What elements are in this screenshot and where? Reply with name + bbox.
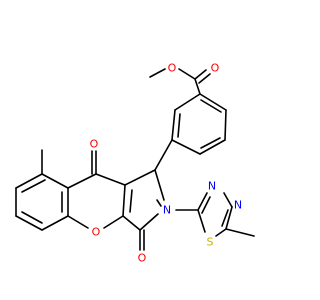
bond xyxy=(149,68,166,78)
bond xyxy=(122,184,126,217)
bond xyxy=(41,173,69,189)
bond xyxy=(174,93,201,111)
atom-thiadiazole-s: S xyxy=(207,236,214,249)
bond xyxy=(171,139,201,155)
bond xyxy=(154,139,173,171)
bond xyxy=(198,73,211,84)
bond xyxy=(15,215,43,231)
bond xyxy=(21,179,46,193)
bond xyxy=(154,169,165,201)
atom-ester-o-carbonyl: O xyxy=(211,62,220,75)
bond xyxy=(199,139,226,155)
bond xyxy=(171,109,176,141)
atom-lactam-n: N xyxy=(163,204,171,217)
bonds xyxy=(15,68,255,251)
bond xyxy=(41,215,69,231)
bond xyxy=(124,169,156,186)
atom-thiadiazole-n4: N xyxy=(234,199,242,212)
bond xyxy=(224,109,227,141)
atom-labels: O O O O O N N N S xyxy=(90,62,242,265)
atom-ester-o-methoxy: O xyxy=(168,62,177,75)
bond xyxy=(177,113,181,138)
bond xyxy=(67,173,97,189)
bond xyxy=(194,69,207,80)
bond xyxy=(67,215,89,229)
bond xyxy=(197,192,208,211)
bond xyxy=(156,199,162,207)
bond xyxy=(15,173,43,189)
bond xyxy=(199,93,227,111)
molecule-diagram: O O O O O N N N S xyxy=(15,62,255,265)
bond xyxy=(223,192,233,208)
bond xyxy=(194,78,201,95)
bond xyxy=(225,228,255,237)
bond xyxy=(201,196,211,214)
bond xyxy=(225,206,233,230)
bond xyxy=(221,209,229,227)
bond xyxy=(200,137,221,149)
bond xyxy=(197,209,206,233)
bond xyxy=(129,189,133,213)
bond xyxy=(215,228,227,237)
atom-ketone-o: O xyxy=(90,138,99,151)
bond xyxy=(200,99,222,113)
atom-lactam-o: O xyxy=(138,252,147,265)
atom-chromene-o: O xyxy=(92,226,101,239)
atom-thiadiazole-n3: N xyxy=(208,180,216,193)
bond xyxy=(103,215,124,229)
molecule-svg: O O O O O N N N S xyxy=(15,62,255,265)
bond xyxy=(95,173,126,186)
bond xyxy=(178,68,196,80)
bond xyxy=(21,211,43,224)
bond xyxy=(122,215,141,231)
bond xyxy=(139,213,159,231)
